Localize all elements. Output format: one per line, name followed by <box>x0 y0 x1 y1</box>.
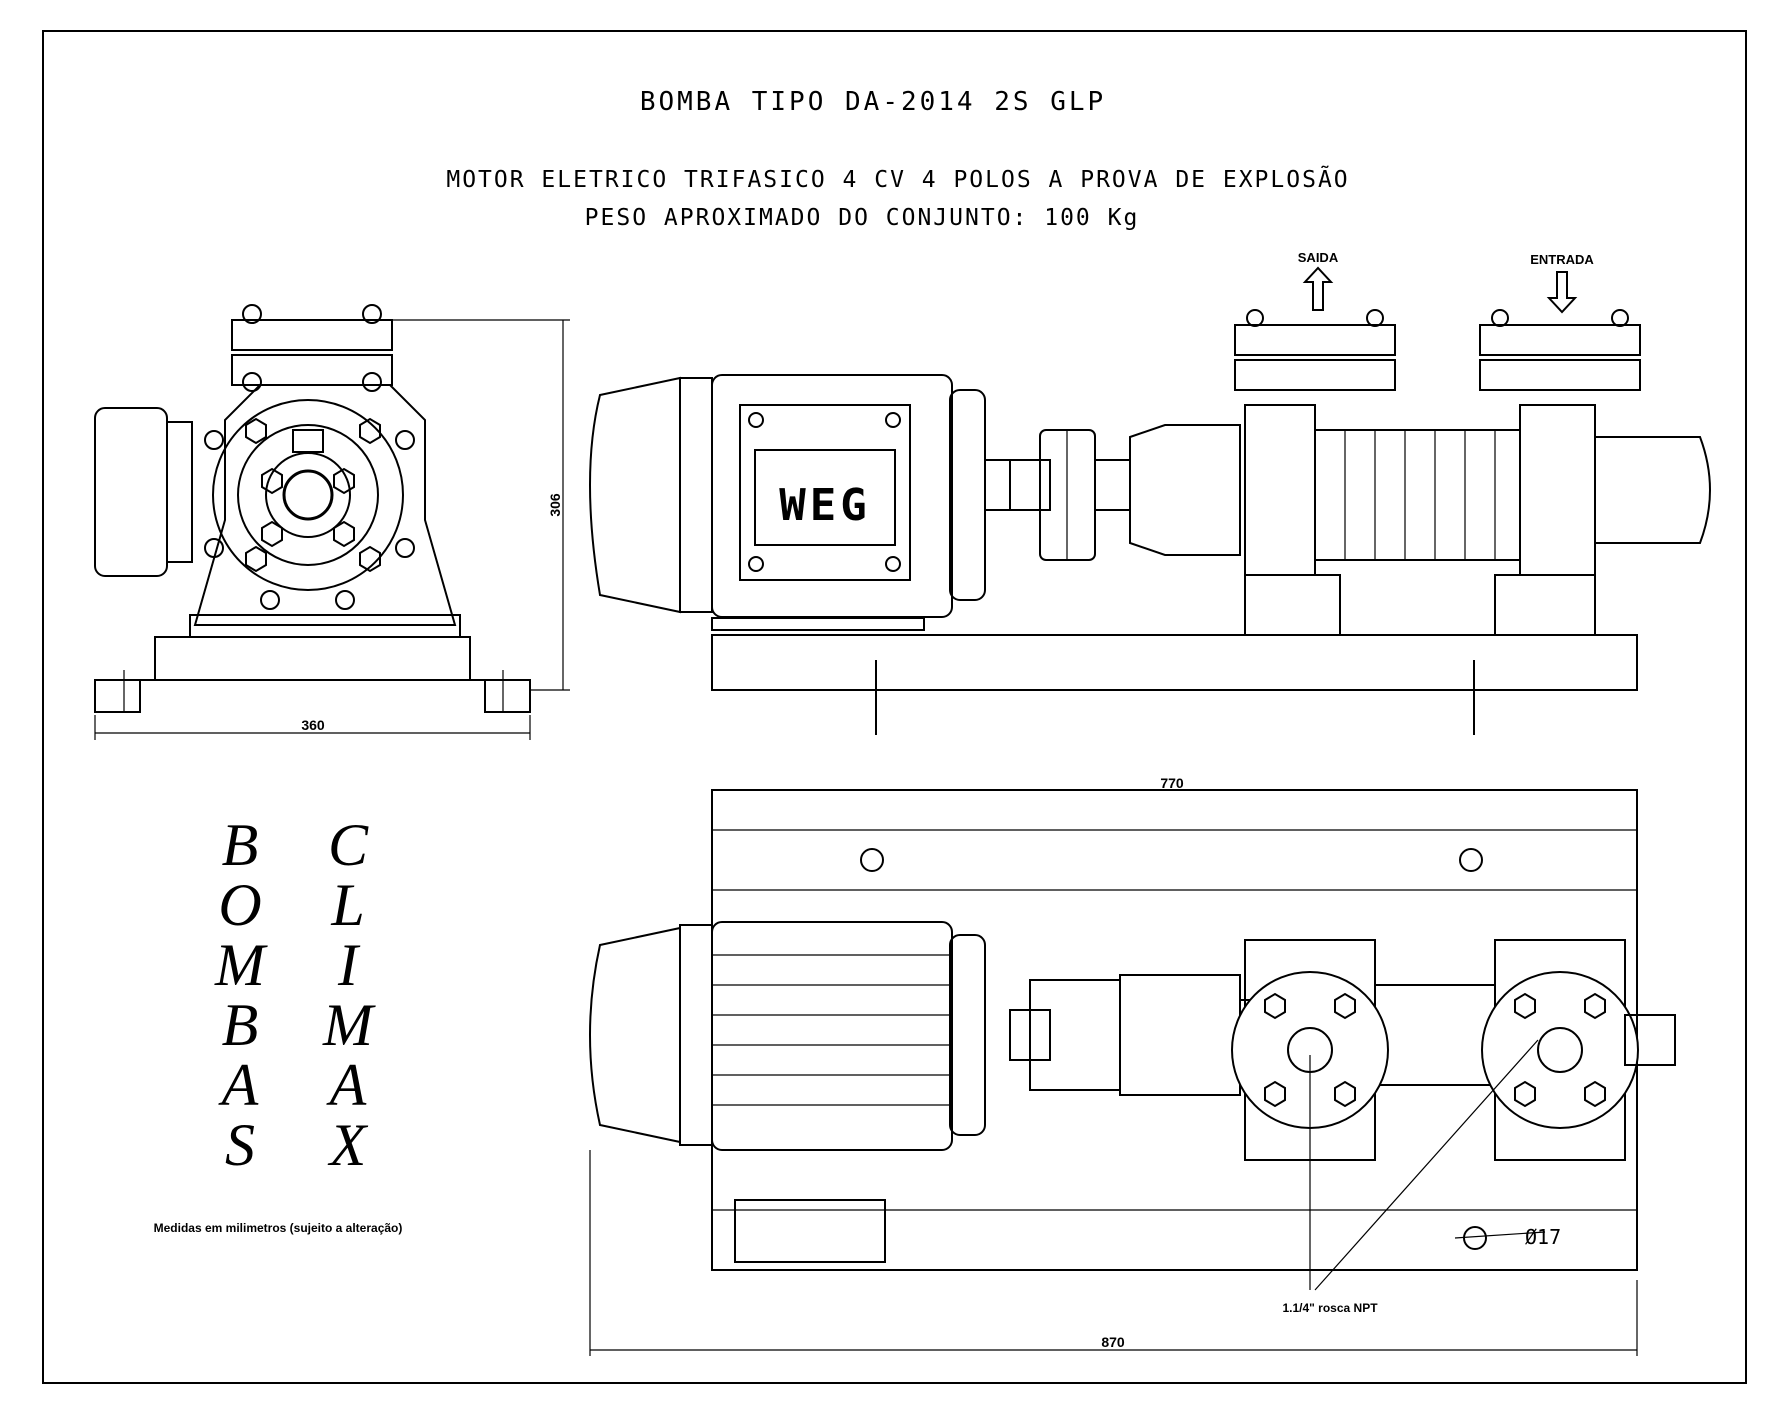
bearing-housing <box>1129 424 1241 556</box>
drawing-border <box>42 30 1747 1384</box>
plan-view: 770 <box>589 775 1676 1356</box>
inlet-arrow <box>1546 271 1578 314</box>
side-view: WEG <box>589 250 1711 735</box>
front-casing-circle <box>212 399 404 591</box>
logo-right-2: I <box>337 932 361 998</box>
front-view: 360 306 <box>94 304 570 740</box>
pump-stages <box>1314 429 1521 561</box>
front-top-flange <box>231 319 393 351</box>
hole-note: Ø17 <box>1525 1225 1561 1249</box>
outlet-arrow <box>1302 266 1334 311</box>
inlet-flange-plan <box>1481 971 1639 1129</box>
front-motor-cap <box>94 407 168 577</box>
thread-note: 1.1/4" rosca NPT <box>1282 1301 1378 1315</box>
logo-right-1: L <box>330 872 364 938</box>
logo-left-5: S <box>225 1112 255 1178</box>
outlet-label: SAIDA <box>1298 250 1339 265</box>
logo-left-2: M <box>214 932 268 998</box>
weg-logo: WEG <box>779 480 870 531</box>
weight-spec: PESO APROXIMADO DO CONJUNTO: 100 Kg <box>585 205 1140 231</box>
logo-right-4: A <box>326 1052 367 1118</box>
bombas-climax-logo: B O M B A S C L I M A X <box>214 812 376 1178</box>
logo-right-3: M <box>322 992 376 1058</box>
drawing-title: BOMBA TIPO DA-2014 2S GLP <box>640 87 1106 117</box>
dim-base-length: 770 <box>1160 775 1184 791</box>
terminal-box <box>739 404 911 581</box>
front-base-bracket <box>94 636 531 713</box>
inlet-flange <box>1479 324 1641 356</box>
logo-right-0: C <box>328 812 369 878</box>
dim-front-width: 360 <box>301 717 325 733</box>
logo-left-4: A <box>218 1052 259 1118</box>
logo-right-5: X <box>328 1112 369 1178</box>
outlet-flange <box>1234 324 1396 356</box>
dim-front-height: 306 <box>547 493 563 517</box>
units-note: Medidas em milimetros (sujeito a alteraç… <box>154 1221 403 1235</box>
logo-left-3: B <box>222 992 259 1058</box>
motor-fan-cap <box>589 376 681 614</box>
side-base-rail <box>711 634 1638 691</box>
inlet-label: ENTRADA <box>1530 252 1594 267</box>
logo-left-1: O <box>218 872 261 938</box>
plan-motor-body <box>711 921 953 1151</box>
dim-total-length: 870 <box>1101 1334 1125 1350</box>
motor-spec: MOTOR ELETRICO TRIFASICO 4 CV 4 POLOS A … <box>446 165 1349 193</box>
logo-left-0: B <box>222 812 259 878</box>
